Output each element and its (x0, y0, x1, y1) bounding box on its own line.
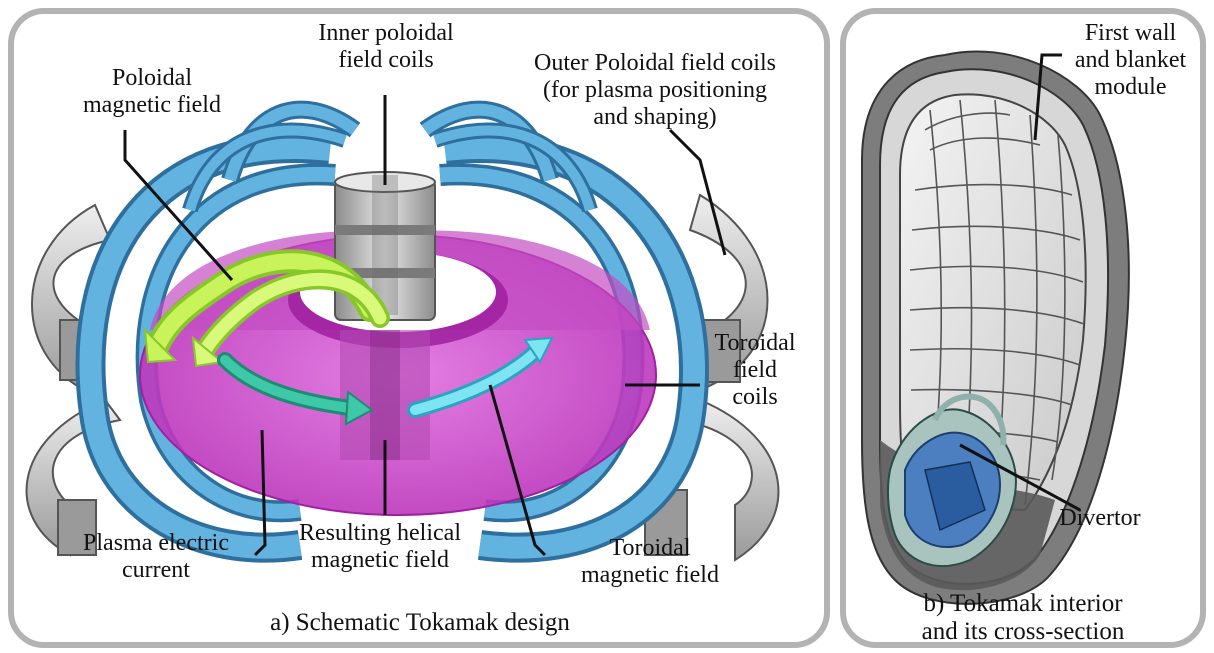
label-outer-poloidal-field-coils: Outer Poloidal field coils (for plasma p… (505, 50, 805, 131)
caption-panel-a: a) Schematic Tokamak design (150, 609, 690, 637)
label-divertor: Divertor (1035, 505, 1165, 532)
label-first-wall-blanket: First wall and blanket module (1058, 20, 1203, 101)
label-plasma-electric-current: Plasma electric current (56, 530, 256, 584)
label-inner-poloidal-field-coils: Inner poloidal field coils (296, 20, 476, 74)
label-toroidal-magnetic-field: Toroidal magnetic field (555, 535, 745, 589)
label-toroidal-field-coils: Toroidal field coils (700, 330, 810, 411)
label-resulting-helical-magnetic-field: Resulting helical magnetic field (275, 520, 485, 574)
label-poloidal-magnetic-field: Poloidal magnetic field (72, 65, 232, 119)
caption-panel-b: b) Tokamak interior and its cross-sectio… (858, 590, 1188, 646)
